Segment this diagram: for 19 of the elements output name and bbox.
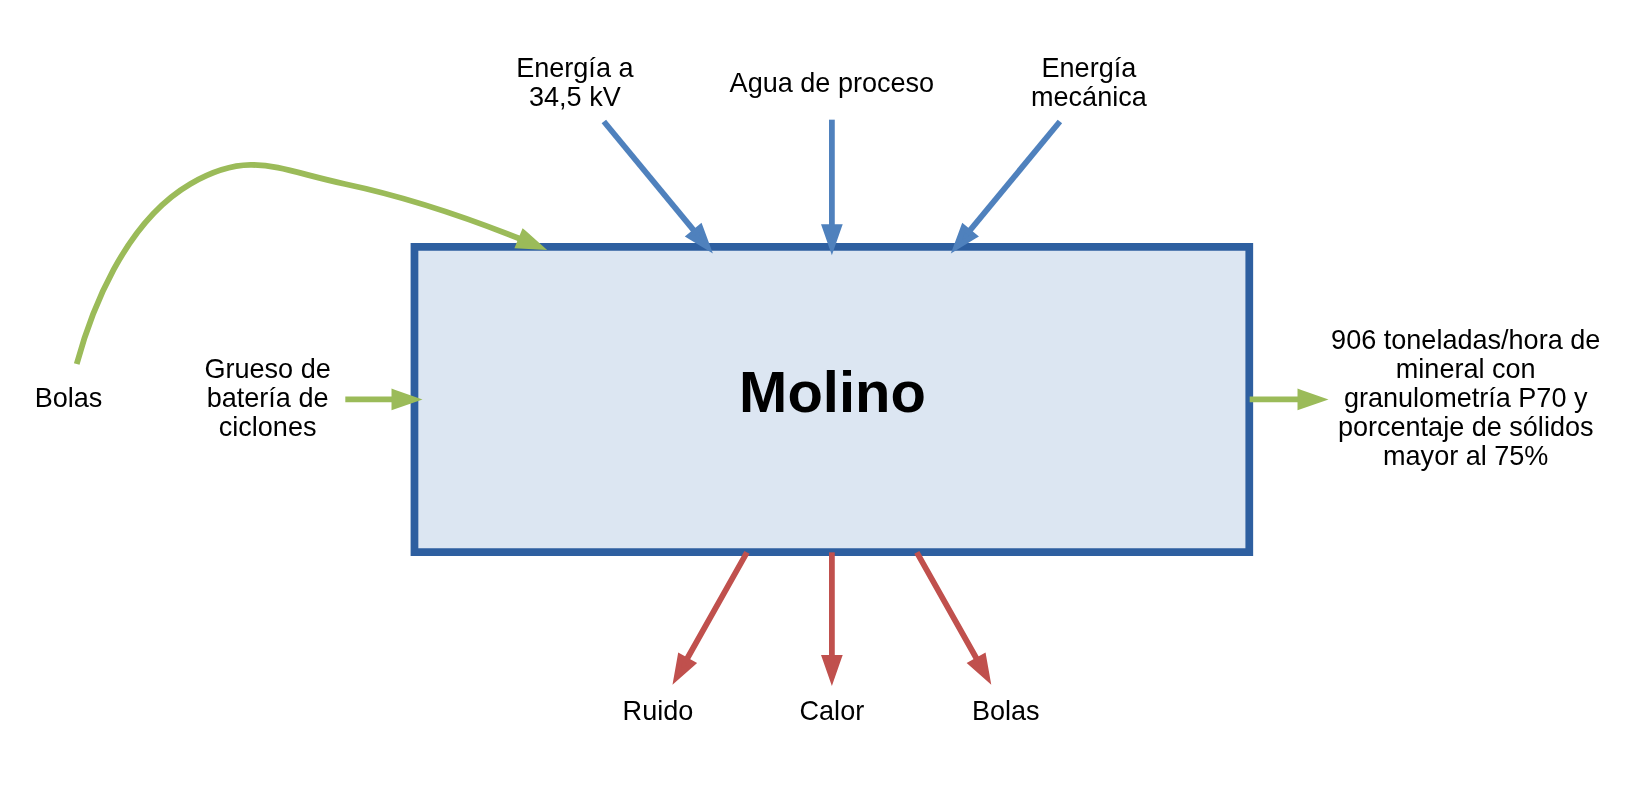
arrow [345, 388, 423, 410]
node-text: Agua de proceso [729, 67, 935, 98]
arrow [821, 551, 843, 686]
node-text: Ruido [622, 695, 694, 726]
arrow [1249, 388, 1329, 410]
node-text: Bolas [34, 382, 103, 413]
node-box: Molino [410, 242, 1254, 556]
node-text: Calor [799, 695, 865, 726]
arrow [950, 119, 1063, 253]
arrow [601, 119, 713, 253]
arrow [672, 550, 750, 685]
node-text: 906 toneladas/hora de mineral con granulometría P70 y porcentaje de sólidos mayor al 75% [1331, 324, 1601, 471]
arrow [821, 119, 843, 255]
node-text: Energía mecánica [1031, 52, 1147, 112]
arrow [73, 161, 548, 365]
node-text: Bolas [971, 695, 1040, 726]
arrow [914, 550, 992, 685]
node-text: Grueso de batería de ciclones [204, 353, 331, 442]
node-text: Energía a 34,5 kV [516, 52, 634, 112]
